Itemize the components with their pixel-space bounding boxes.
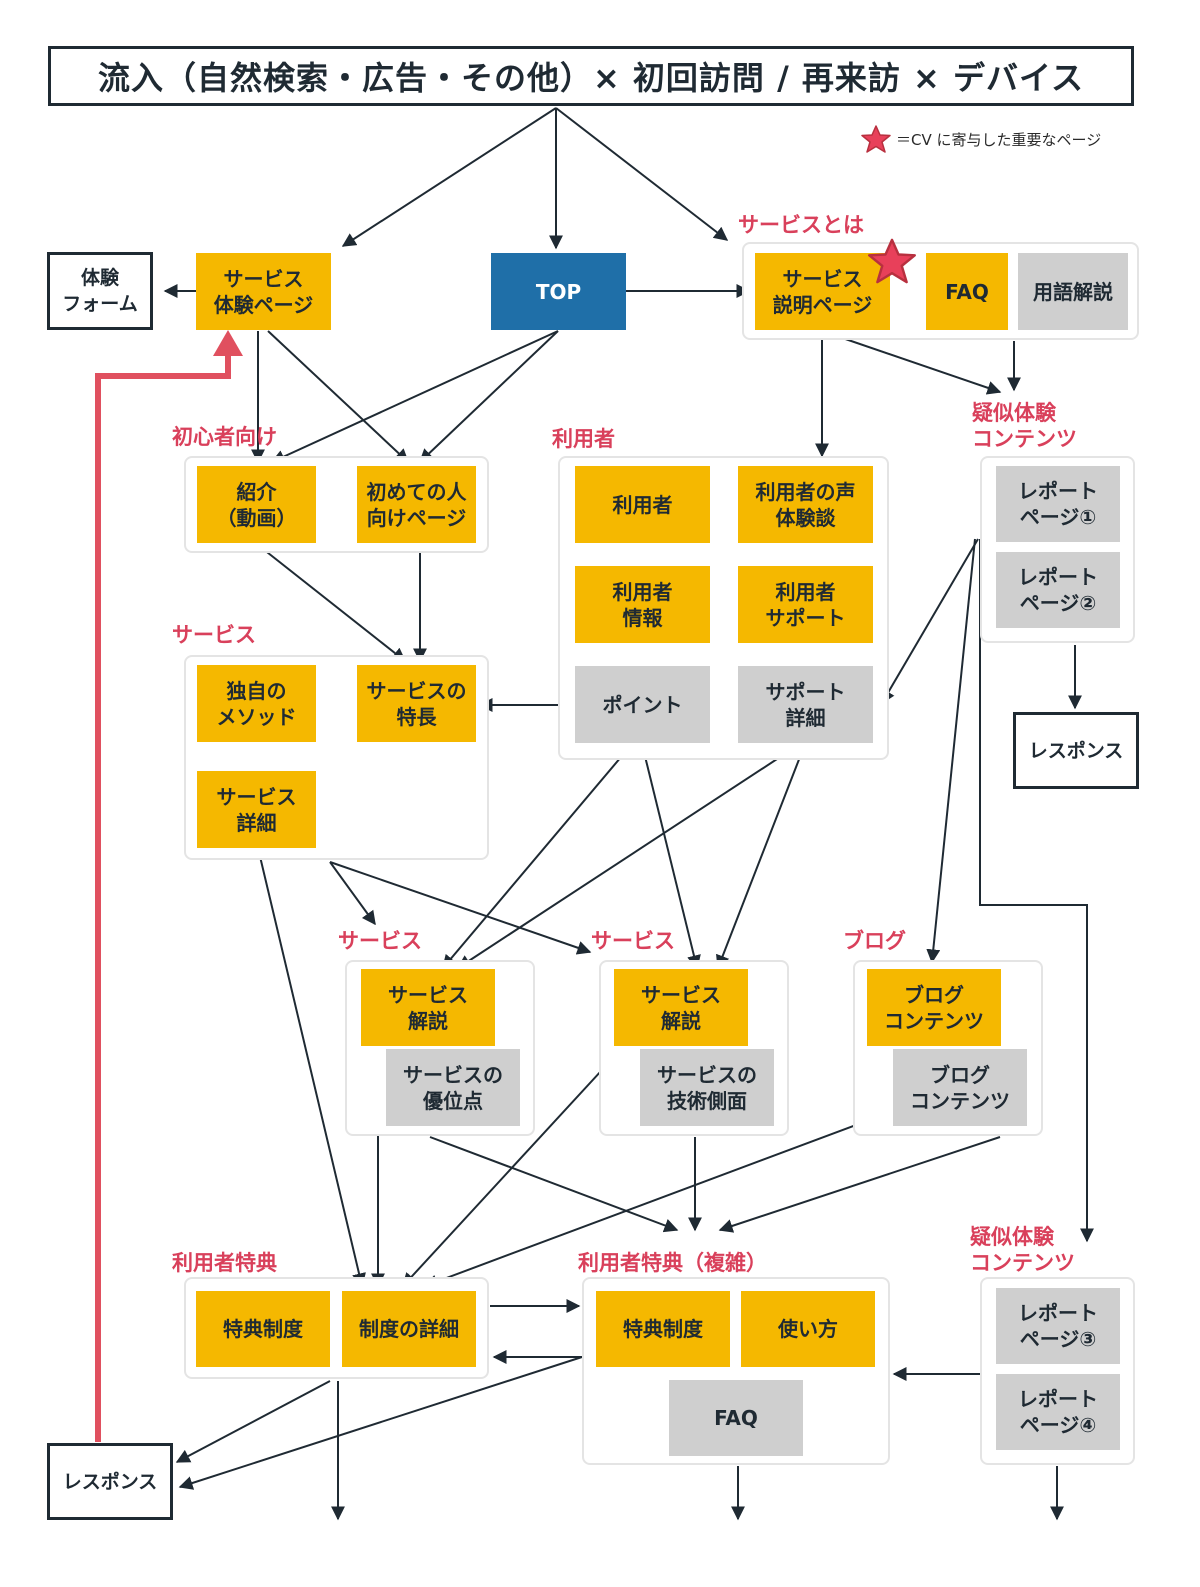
arrow-trial-first xyxy=(267,330,410,463)
support-detail-node: サポート 詳細 xyxy=(738,666,873,743)
report-page-2-node: レポート ページ② xyxy=(996,552,1120,628)
users-node: 利用者 xyxy=(575,466,710,543)
usage-node: 使い方 xyxy=(741,1291,875,1367)
arrow-points-comm2 xyxy=(641,743,701,970)
arrow-title-service-about xyxy=(555,107,729,241)
trial-form-node: 体験 フォーム xyxy=(47,252,153,330)
glossary-node: 用語解説 xyxy=(1018,253,1128,330)
blog-content-node-1: ブログ コンテンツ xyxy=(867,969,1001,1046)
label-service-3: サービス xyxy=(591,929,675,953)
arrow-support-comm1 xyxy=(456,743,801,969)
arrow-benefits-response xyxy=(175,1380,331,1463)
arrow-detail-service2 xyxy=(329,861,592,955)
label-blog: ブログ xyxy=(843,929,906,953)
top-node: TOP xyxy=(491,253,626,330)
label-benefits-complex: 利用者特典（複雑） xyxy=(578,1251,767,1275)
blog-content-node-2: ブログ コンテンツ xyxy=(893,1049,1027,1126)
arrow-pseudo-pseudo2 xyxy=(979,539,1094,1243)
faq-node-1: FAQ xyxy=(926,253,1008,330)
legend-text: ＝CV に寄与した重要なページ xyxy=(896,130,1102,149)
arrow-intro-features xyxy=(257,544,407,662)
arrow-comm2-detail xyxy=(402,1044,626,1288)
report-page-3-node: レポート ページ③ xyxy=(996,1288,1120,1364)
arrow-title-service-trial xyxy=(341,107,557,247)
legend: ＝CV に寄与した重要なページ xyxy=(860,124,1101,154)
arrow-top-first xyxy=(418,330,559,463)
benefit-system-node-2: 特典制度 xyxy=(596,1291,730,1367)
arrow-support-comm2 xyxy=(716,743,806,970)
voices-node: 利用者の声 体験談 xyxy=(738,466,873,543)
report-page-1-node: レポート ページ① xyxy=(996,466,1120,542)
service-tech-node: サービスの 技術側面 xyxy=(640,1049,774,1126)
arrow-top-intro xyxy=(270,330,559,464)
system-detail-node: 制度の詳細 xyxy=(342,1291,476,1367)
cv-path-arrowhead xyxy=(213,330,243,356)
label-beginners: 初心者向け xyxy=(172,425,277,449)
cv-star-icon xyxy=(868,238,916,284)
label-service: サービス xyxy=(172,623,256,647)
arrow-points-comm1 xyxy=(442,743,633,970)
arrow-explain-pseudo xyxy=(821,330,1002,395)
service-commentary-node-1: サービス 解説 xyxy=(361,969,495,1046)
label-users: 利用者 xyxy=(552,427,615,451)
arrow-blog2-complex xyxy=(718,1136,1001,1233)
response-node-2: レスポンス xyxy=(47,1443,173,1520)
user-support-node: 利用者 サポート xyxy=(738,566,873,643)
service-features-node: サービスの 特長 xyxy=(357,665,476,742)
service-advantage-node: サービスの 優位点 xyxy=(386,1049,520,1126)
service-commentary-node-2: サービス 解説 xyxy=(614,969,748,1046)
faq-node-2: FAQ xyxy=(669,1380,803,1456)
service-detail-node: サービス 詳細 xyxy=(197,771,316,848)
points-node: ポイント xyxy=(575,666,710,743)
arrow-detail-system-detail xyxy=(257,847,366,1288)
user-info-node: 利用者 情報 xyxy=(575,566,710,643)
response-node-1: レスポンス xyxy=(1013,712,1139,789)
intro-video-node: 紹介 （動画） xyxy=(197,466,316,543)
first-timer-node: 初めての人 向けページ xyxy=(357,466,476,543)
service-trial-node: サービス 体験ページ xyxy=(196,253,331,330)
arrow-pseudo-support-detail xyxy=(881,538,979,705)
star-icon xyxy=(861,125,891,153)
benefit-system-node: 特典制度 xyxy=(196,1291,330,1367)
own-method-node: 独自の メソッド xyxy=(197,665,316,742)
arrow-complex-response xyxy=(178,1356,583,1490)
label-pseudo-2: 疑似体験 コンテンツ xyxy=(970,1225,1075,1275)
arrow-detail-service1 xyxy=(329,861,376,926)
label-pseudo-1: 疑似体験 コンテンツ xyxy=(972,401,1077,451)
inflow-title: 流入（自然検索・広告・その他）× 初回訪問 / 再来訪 × デバイス xyxy=(48,46,1134,106)
service-explain-node: サービス 説明ページ xyxy=(755,253,890,330)
report-page-4-node: レポート ページ④ xyxy=(996,1374,1120,1450)
label-service-about: サービスとは xyxy=(738,213,864,237)
label-benefits: 利用者特典 xyxy=(172,1251,277,1275)
cv-path-line xyxy=(95,350,231,1442)
arrow-pseudo-blog xyxy=(926,538,976,964)
label-service-2: サービス xyxy=(338,929,422,953)
arrow-adv-complex xyxy=(429,1136,679,1233)
